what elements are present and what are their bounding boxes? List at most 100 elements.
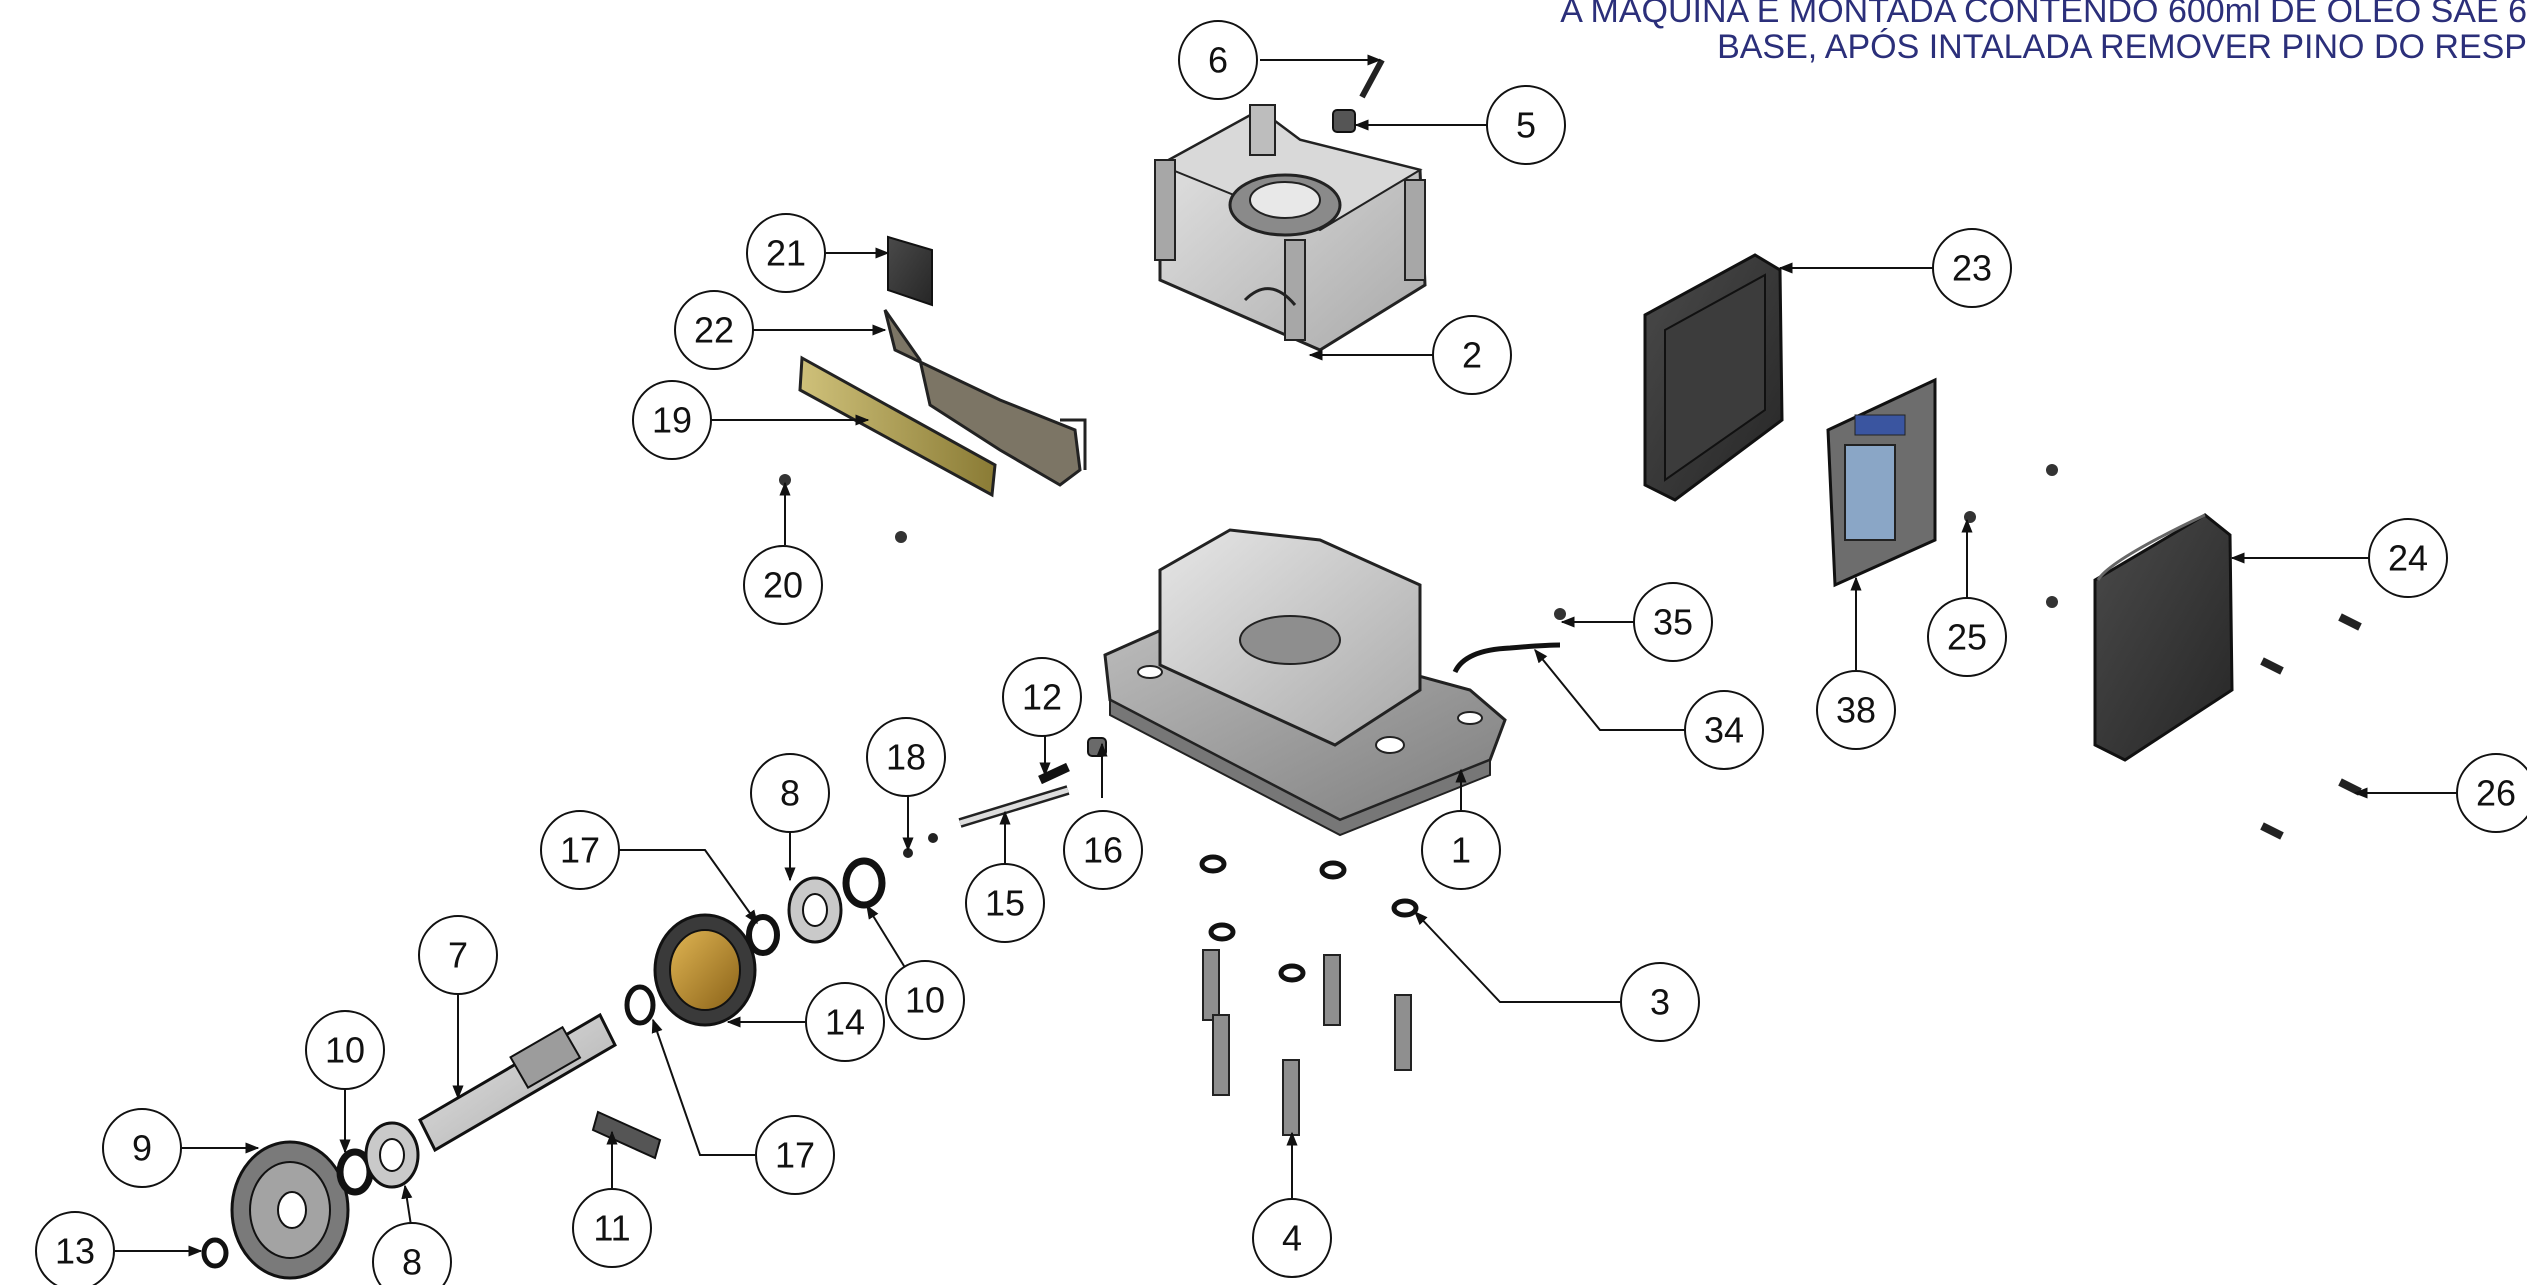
callout-c22: 22: [674, 290, 754, 370]
callout-c35: 35: [1633, 582, 1713, 662]
callout-number: 19: [652, 400, 692, 441]
callout-circle: [885, 960, 965, 1040]
callout-number: 26: [2476, 773, 2516, 814]
callout-circle: [1927, 597, 2007, 677]
callout-number: 11: [593, 1208, 630, 1249]
callout-circle: [102, 1108, 182, 1188]
callout-number: 12: [1022, 677, 1062, 718]
callout-circle: [746, 213, 826, 293]
callout-circle: [750, 753, 830, 833]
callout-number: 18: [886, 737, 926, 778]
callout-c38: 38: [1816, 670, 1896, 750]
part-washers: [1199, 854, 1419, 983]
callout-number: 3: [1650, 982, 1670, 1023]
callout-c14: 14: [805, 982, 885, 1062]
callout-c26: 26: [2456, 753, 2527, 833]
callout-number: 16: [1083, 830, 1123, 871]
callout-c16: 16: [1063, 810, 1143, 890]
part-limit-switch-board: [798, 355, 997, 498]
callout-circle: [1178, 20, 1258, 100]
part-bracket-screws: [779, 474, 907, 543]
callout-number: 14: [825, 1002, 865, 1043]
callout-number: 17: [560, 830, 600, 871]
callout-circle: [1432, 315, 1512, 395]
callout-circle: [866, 717, 946, 797]
callout-c24: 24: [2368, 518, 2448, 598]
callout-circle: [674, 290, 754, 370]
callout-c18: 18: [866, 717, 946, 797]
part-cover-screws: [2260, 613, 2362, 840]
part-cable-clip: [1554, 608, 1566, 620]
callout-circle: [1684, 690, 1764, 770]
part-upper-housing: [1154, 104, 1427, 352]
callout-c6: 6: [1178, 20, 1258, 100]
callout-c1: 1: [1421, 810, 1501, 890]
callout-c23: 23: [1932, 228, 2012, 308]
callout-number: 9: [132, 1128, 152, 1169]
callout-circle: [1002, 657, 1082, 737]
callout-number: 24: [2388, 538, 2428, 579]
callout-c8a: 8: [750, 753, 830, 833]
callout-number: 38: [1836, 690, 1876, 731]
callout-c12: 12: [1002, 657, 1082, 737]
callout-number: 4: [1282, 1218, 1302, 1259]
assembly-note-line-1: A MÁQUINA É MONTADA CONTENDO 600ml DE ÓL…: [1560, 0, 2527, 30]
callout-c17a: 17: [540, 810, 620, 890]
part-retaining-ring: [201, 1237, 229, 1269]
assembly-note-line-2: BASE, APÓS INTALADA REMOVER PINO DO RESP: [1717, 28, 2527, 66]
callout-c25: 25: [1927, 597, 2007, 677]
callout-number: 23: [1952, 248, 1992, 289]
callout-circle: [1421, 810, 1501, 890]
callout-c19: 19: [632, 380, 712, 460]
callout-circle: [305, 1010, 385, 1090]
callout-c15: 15: [965, 863, 1045, 943]
callout-number: 35: [1653, 602, 1693, 643]
part-oil-plug: [1332, 109, 1356, 133]
part-mounting-bracket: [883, 309, 1087, 487]
part-control-box-back-cover: [1643, 253, 1784, 502]
callout-circle: [1620, 962, 1700, 1042]
callout-number: 25: [1947, 617, 1987, 658]
callout-c20: 20: [743, 545, 823, 625]
part-nut: [1087, 737, 1107, 757]
part-breather-pin: [1359, 58, 1385, 99]
callout-number: 5: [1516, 105, 1536, 146]
callout-circle: [1486, 85, 1566, 165]
callout-number: 8: [780, 773, 800, 814]
callout-number: 2: [1462, 335, 1482, 376]
callout-circle: [372, 1222, 452, 1285]
callout-c2: 2: [1432, 315, 1512, 395]
callout-number: 21: [766, 233, 806, 274]
callout-number: 20: [763, 565, 803, 606]
part-cable: [1452, 642, 1561, 674]
part-snap-ring-upper: [746, 914, 780, 956]
part-seal-right: [842, 857, 886, 909]
callout-circle: [1063, 810, 1143, 890]
part-worm-wheel: [653, 913, 757, 1027]
callout-c21: 21: [746, 213, 826, 293]
callout-circle: [1633, 582, 1713, 662]
callout-c7: 7: [418, 915, 498, 995]
callout-circle: [965, 863, 1045, 943]
callout-c3: 3: [1620, 962, 1700, 1042]
part-cover-plate: [887, 235, 933, 307]
callout-number: 10: [325, 1030, 365, 1071]
callout-number: 34: [1704, 710, 1744, 751]
callout-circle: [2456, 753, 2527, 833]
callout-c17b: 17: [755, 1115, 835, 1195]
callout-number: 13: [55, 1231, 95, 1272]
callout-c11: 11: [572, 1188, 652, 1268]
callout-number: 10: [905, 980, 945, 1021]
callout-circle: [1252, 1198, 1332, 1278]
part-control-box-front-cover: [2093, 513, 2234, 762]
part-base: [1103, 528, 1507, 837]
part-motor-spring: [1038, 762, 1070, 785]
callout-c13: 13: [35, 1211, 115, 1285]
part-key: [591, 1110, 662, 1160]
part-output-shaft: [418, 1012, 617, 1153]
callout-circle: [35, 1211, 115, 1285]
callout-number: 15: [985, 883, 1025, 924]
callout-circle: [540, 810, 620, 890]
